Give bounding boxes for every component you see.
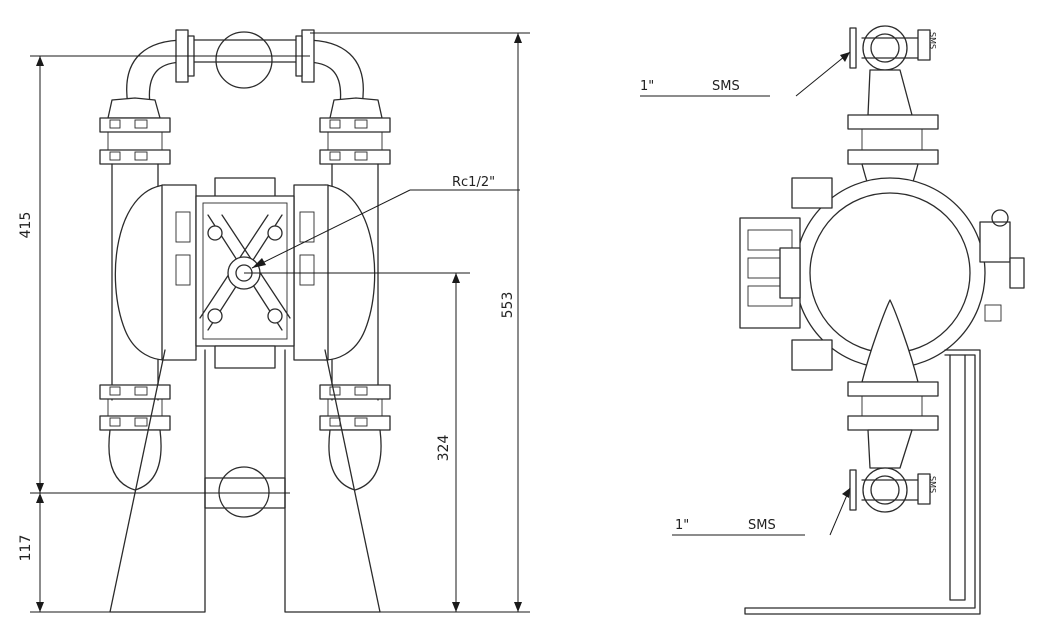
dim-324: 324 (436, 435, 452, 462)
inlet-flange-1 (847, 381, 939, 397)
outlet-flange-1 (847, 114, 939, 130)
stand-bracket (744, 349, 981, 615)
outlet-neck (867, 69, 913, 116)
inlet-clamp-mark: SMS (928, 476, 937, 493)
left-column (99, 97, 171, 491)
front-view: 415 117 553 324 Rc1/2" (18, 29, 530, 613)
side-view: SMS (640, 25, 1025, 615)
outlet-standard-label: SMS (712, 79, 740, 94)
outlet-size-label: 1" (640, 79, 654, 94)
dim-553: 553 (500, 292, 516, 319)
outlet-flange-2 (847, 149, 939, 165)
outlet-clamp-mark: SMS (928, 32, 937, 49)
dimensions-front (30, 32, 530, 613)
air-inlet-label: Rc1/2" (452, 175, 495, 190)
air-motor-block (739, 177, 833, 371)
side-fittings (979, 209, 1025, 322)
callouts (640, 51, 851, 536)
diaphragm-housing (794, 177, 986, 383)
inlet-clamp: SMS (849, 467, 937, 513)
inlet-size-label: 1" (675, 518, 689, 533)
inlet-standard-label: SMS (748, 518, 776, 533)
dim-117: 117 (18, 535, 34, 562)
dim-415: 415 (18, 212, 34, 239)
right-column (319, 97, 391, 491)
outlet-manifold (126, 29, 364, 106)
inlet-flange-2 (847, 415, 939, 431)
outlet-clamp: SMS (849, 25, 937, 71)
inlet-neck (867, 429, 913, 469)
